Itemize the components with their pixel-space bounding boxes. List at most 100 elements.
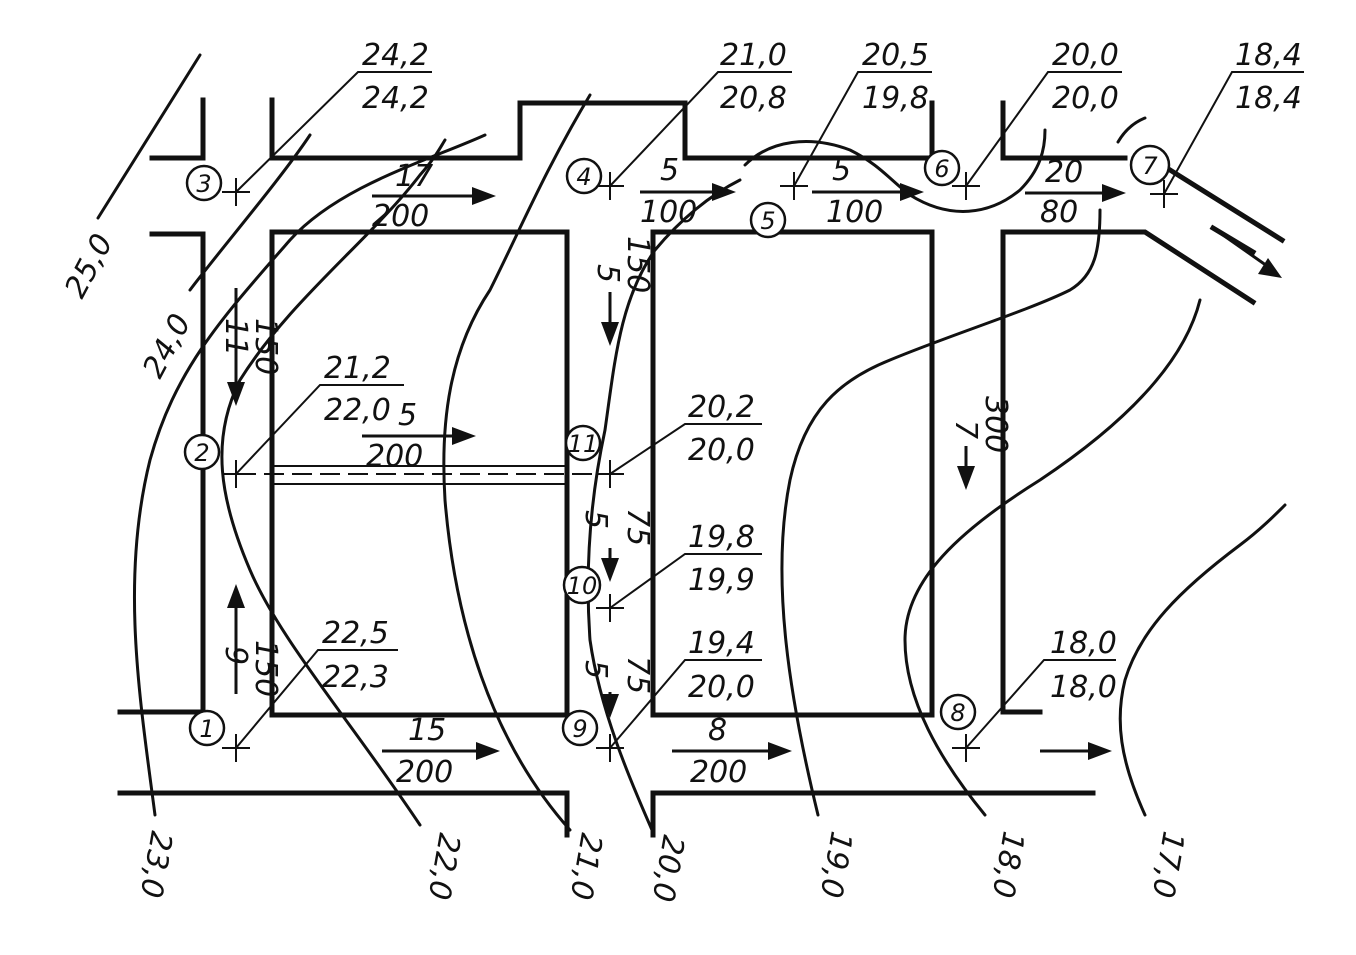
slope-11-10-bottom: 75 <box>620 508 655 546</box>
elevation-7-bottom: 18,4 <box>1235 81 1302 116</box>
slope-3-4: 17 200 <box>372 159 496 234</box>
slope-10-9-top: 5 <box>578 660 613 679</box>
slope-4-5-top: 5 <box>660 153 679 188</box>
contour-label-22: 22,0 <box>421 831 467 903</box>
contour-19 <box>780 208 1102 817</box>
elevation-1-bottom: 22,3 <box>322 660 389 695</box>
slope-1-9-bottom: 200 <box>396 755 453 790</box>
slope-5-6-top: 5 <box>832 153 851 188</box>
slope-6-8: 7 300 <box>948 396 1013 490</box>
contour-18 <box>903 298 1202 817</box>
elevation-labels: 24,2 24,2 21,0 20,8 20,5 19,8 20,0 20,0 … <box>235 38 1304 749</box>
boundary-left-block <box>117 231 206 715</box>
contour-label-17: 17,0 <box>1145 829 1191 901</box>
block-1 <box>269 229 570 718</box>
slope-labels-horizontal: 17 200 5 100 5 100 20 80 5 200 <box>362 153 1126 790</box>
outflow-arrow-right <box>1212 226 1271 270</box>
slope-1-9: 15 200 <box>382 713 500 790</box>
outflow-arrows <box>1040 226 1282 760</box>
slope-4-5: 5 100 <box>640 153 736 230</box>
slope-3-4-bottom: 200 <box>372 199 429 234</box>
elevation-2-bottom: 22,0 <box>324 393 391 428</box>
node-4-circle <box>565 157 603 195</box>
slope-1-9-top: 15 <box>408 713 446 748</box>
elevation-3-bottom: 24,2 <box>362 81 429 116</box>
pipe-2-11 <box>236 465 606 485</box>
slope-5-6-bottom: 100 <box>826 195 883 230</box>
street-boundaries <box>117 97 1286 838</box>
block-3 <box>1000 229 1257 715</box>
elevation-6-top: 20,0 <box>1052 38 1119 73</box>
contour-25 <box>96 53 202 220</box>
elevation-3: 24,2 24,2 <box>235 38 432 193</box>
node-5-label: 5 <box>760 207 775 235</box>
node-5-circle <box>749 201 787 239</box>
node-1-circle <box>188 709 226 747</box>
node-6-label: 6 <box>934 155 949 183</box>
slope-6-7: 20 80 <box>1025 155 1126 230</box>
slope-6-7-bottom: 80 <box>1040 195 1078 230</box>
node-4-label: 4 <box>576 163 591 191</box>
slope-10-9: 5 75 <box>578 656 655 718</box>
elevation-5-bottom: 19,8 <box>862 81 929 116</box>
slope-10-9-bottom: 75 <box>620 656 655 694</box>
node-7-circle <box>1129 144 1171 186</box>
elevation-8: 18,0 18,0 <box>965 626 1117 749</box>
contour-lines <box>96 53 1287 832</box>
node-7-label: 7 <box>1142 152 1158 180</box>
contour-label-18: 18,0 <box>985 829 1031 901</box>
slope-9-8: 8 200 <box>672 713 792 790</box>
node-2-label: 2 <box>194 439 209 467</box>
elevation-11-bottom: 20,0 <box>688 433 755 468</box>
elevation-2-top: 21,2 <box>324 351 391 386</box>
elevation-6: 20,0 20,0 <box>965 38 1122 187</box>
node-10-circle <box>562 565 602 605</box>
contour-24 <box>188 133 312 292</box>
slope-labels-vertical: 11 150 9 150 5 150 5 75 5 75 <box>218 236 1013 718</box>
contour-label-23: 23,0 <box>133 829 179 901</box>
contour-18-top <box>1116 116 1147 144</box>
slope-4-11-top: 5 <box>590 264 625 283</box>
node-11-circle <box>564 424 602 462</box>
pipe-culvert <box>272 465 567 485</box>
contour-label-19: 19,0 <box>813 829 859 901</box>
node-8-label: 8 <box>950 699 965 727</box>
node-6-circle <box>923 149 961 187</box>
elevation-8-top: 18,0 <box>1050 626 1117 661</box>
contour-label-24: 24,0 <box>136 308 198 383</box>
elevation-11: 20,2 20,0 <box>609 390 762 475</box>
slope-1-2: 9 150 <box>218 584 283 697</box>
elevation-1-top: 22,5 <box>322 616 389 651</box>
elevation-10-bottom: 19,9 <box>688 563 755 598</box>
slope-4-11: 5 150 <box>590 236 655 346</box>
elevation-5-top: 20,5 <box>862 38 929 73</box>
slope-6-7-top: 20 <box>1045 155 1083 190</box>
slope-9-8-bottom: 200 <box>690 755 747 790</box>
slope-2-11-bottom: 200 <box>366 439 423 474</box>
contour-label-20: 20,0 <box>645 833 691 905</box>
elevation-3-top: 24,2 <box>362 38 429 73</box>
slope-11-10: 5 75 <box>578 508 655 582</box>
elevation-5: 20,5 19,8 <box>793 38 932 187</box>
elevation-4: 21,0 20,8 <box>609 38 792 187</box>
node-9-label: 9 <box>572 715 587 743</box>
node-1-label: 1 <box>199 715 214 743</box>
node-9-circle <box>561 709 599 747</box>
node-3-label: 3 <box>196 170 211 198</box>
contour-20-top <box>743 140 912 197</box>
slope-3-2: 11 150 <box>218 288 283 406</box>
boundary-top-center <box>269 97 935 161</box>
node-11-label: 11 <box>568 430 599 458</box>
contour-21 <box>442 93 592 832</box>
elevation-10-top: 19,8 <box>688 520 755 555</box>
contour-label-21: 21,0 <box>563 831 609 903</box>
slope-1-2-bottom: 150 <box>248 640 283 697</box>
elevation-1: 22,5 22,3 <box>235 616 398 749</box>
contour-20 <box>586 178 742 832</box>
contour-22 <box>220 138 447 827</box>
slope-4-11-bottom: 150 <box>620 236 655 293</box>
elevation-7-top: 18,4 <box>1235 38 1302 73</box>
slope-6-8-bottom: 300 <box>978 396 1013 453</box>
